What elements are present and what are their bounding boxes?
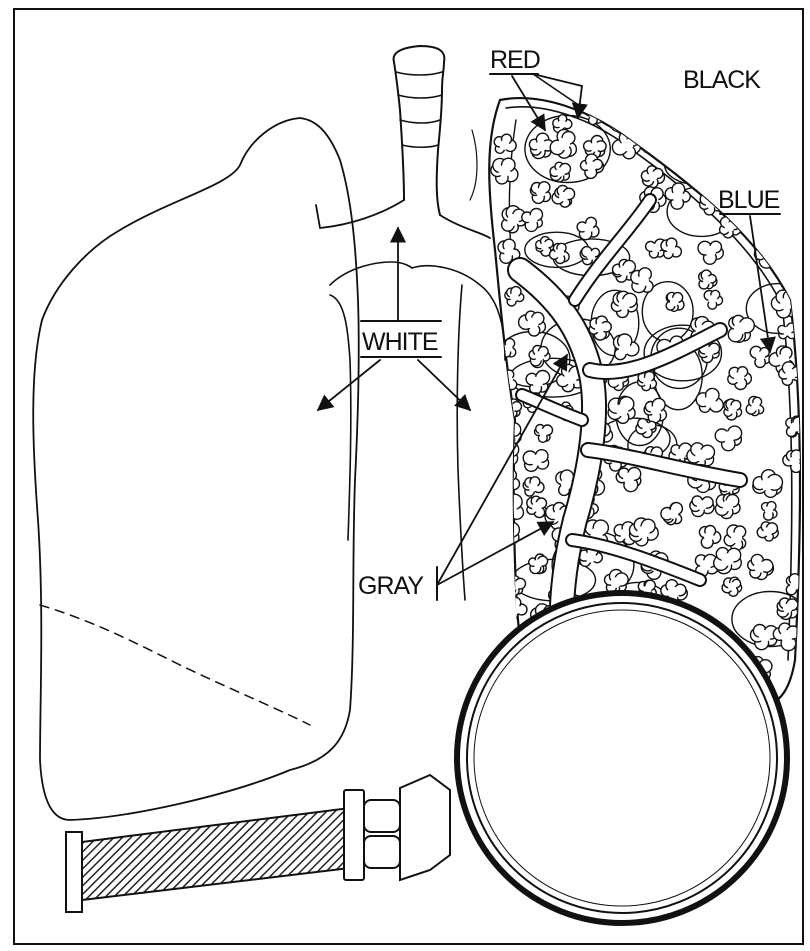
label-blue: BLUE xyxy=(718,186,780,214)
alveolus-cluster xyxy=(699,526,720,549)
alveolus-cluster xyxy=(523,477,544,496)
alveolus-cluster xyxy=(728,367,752,390)
left-lung xyxy=(33,118,359,820)
alveolus-cluster xyxy=(631,268,653,293)
alveolus-cluster xyxy=(696,388,723,412)
alveolus-cluster xyxy=(698,241,723,264)
alveolus-cluster xyxy=(744,104,771,132)
alveolus-cluster xyxy=(779,362,804,386)
alveolus-cluster xyxy=(640,132,660,153)
alveolus-cluster xyxy=(724,399,742,420)
alveolus-cluster xyxy=(777,130,799,153)
lobule-outline xyxy=(665,144,731,184)
alveolus-cluster xyxy=(753,470,783,498)
alveolus-cluster xyxy=(523,450,548,472)
alveolus-cluster xyxy=(715,494,740,519)
alveolus-cluster xyxy=(636,419,656,438)
alveolus-cluster xyxy=(635,108,653,126)
alveolus-cluster xyxy=(611,291,637,317)
alveolus-cluster xyxy=(714,548,742,574)
alveolus-cluster xyxy=(522,209,543,232)
alveolus-cluster xyxy=(491,158,518,184)
alveolus-cluster xyxy=(494,522,520,548)
alveolus-cluster xyxy=(693,109,719,135)
alveolus-cluster xyxy=(527,496,547,517)
alveolus-cluster xyxy=(535,425,553,443)
label-black: BLACK xyxy=(683,66,761,94)
magnifying-glass-icon xyxy=(66,593,787,923)
alveolus-cluster xyxy=(722,577,742,596)
alveolus-cluster xyxy=(699,270,717,289)
alveolus-cluster xyxy=(499,339,516,357)
alveolus-cluster xyxy=(752,213,777,240)
alveolus-cluster xyxy=(494,469,520,494)
alveolus-cluster xyxy=(661,503,683,525)
alveolus-cluster xyxy=(641,166,664,188)
alveolus-cluster xyxy=(552,185,575,207)
alveolus-cluster xyxy=(661,238,682,258)
alveolus-cluster xyxy=(498,494,523,520)
alveolus-cluster xyxy=(777,598,798,620)
alveolus-cluster xyxy=(704,290,722,309)
alveolus-cluster xyxy=(724,525,746,551)
alveolus-cluster xyxy=(772,154,796,178)
alveolus-cluster xyxy=(529,554,548,574)
alveolus-cluster xyxy=(715,426,741,451)
lobule-outline xyxy=(641,112,699,157)
alveolus-cluster xyxy=(612,131,640,159)
alveolus-cluster xyxy=(550,162,570,182)
alveolus-cluster xyxy=(748,554,774,579)
alveolus-cluster xyxy=(746,396,764,415)
alveolus-cluster xyxy=(762,502,777,520)
alveolus-cluster xyxy=(667,133,690,158)
alveolus-cluster xyxy=(492,556,515,580)
alveolus-cluster xyxy=(550,129,576,158)
alveolus-cluster xyxy=(505,597,527,620)
label-red: RED xyxy=(490,46,540,74)
alveolus-cluster xyxy=(728,315,754,342)
alveolus-cluster xyxy=(746,135,765,153)
alveolus-cluster xyxy=(505,287,524,306)
label-gray: GRAY xyxy=(358,572,424,600)
alveolus-cluster xyxy=(721,111,739,129)
alveolus-cluster xyxy=(754,241,780,268)
alveolus-cluster xyxy=(690,496,714,517)
label-white: WHITE xyxy=(362,328,438,356)
trachea xyxy=(316,46,505,600)
alveolus-cluster xyxy=(666,292,684,311)
alveolus-cluster xyxy=(751,166,770,186)
alveolus-cluster xyxy=(665,183,690,209)
alveolus-cluster xyxy=(757,522,778,541)
alveolus-cluster xyxy=(669,108,697,137)
alveolus-cluster xyxy=(608,396,635,423)
alveolus-cluster xyxy=(506,576,526,596)
alveolus-cluster xyxy=(614,334,639,360)
alveolus-cluster xyxy=(577,217,599,239)
alveolus-cluster xyxy=(771,290,797,318)
alveolus-cluster xyxy=(530,182,550,204)
alveolus-cluster xyxy=(589,316,611,340)
alveolus-cluster xyxy=(581,154,604,178)
alveolus-cluster xyxy=(750,346,770,367)
alveolus-cluster xyxy=(616,468,641,492)
